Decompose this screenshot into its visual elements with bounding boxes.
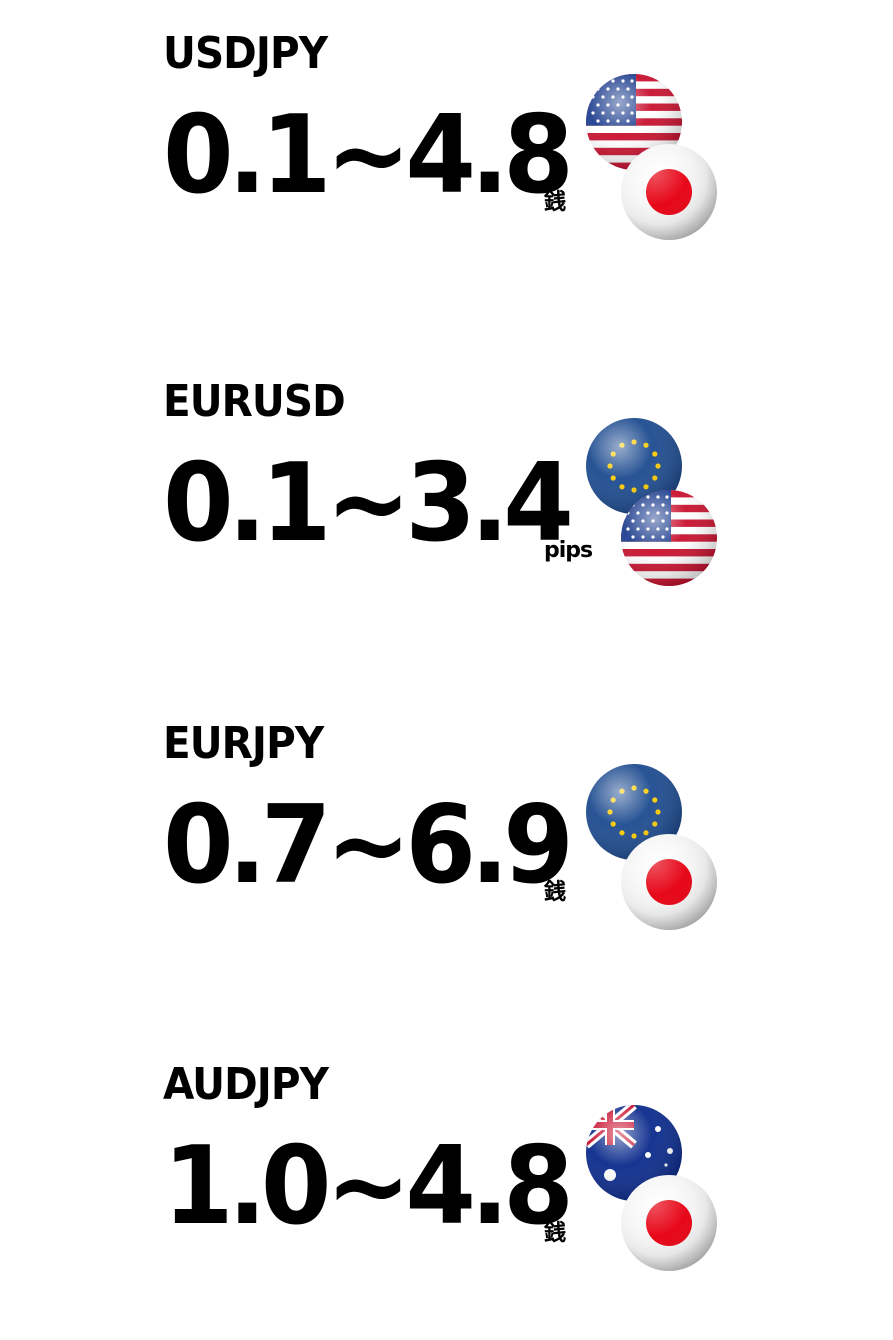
japan-flag-icon: [621, 144, 717, 240]
spread-unit: 銭: [544, 880, 566, 905]
spread-unit: 銭: [544, 190, 566, 215]
pair-audjpy: AUDJPY 1.0~4.8 銭: [163, 1063, 763, 1293]
australia-flag-icon: [586, 1105, 682, 1201]
pair-usdjpy: USDJPY 0.1~4.8 銭: [163, 32, 763, 262]
japan-flag-icon: [621, 1175, 717, 1271]
us-flag-icon: [621, 490, 717, 586]
spread-value: 0.1~3.4: [163, 441, 574, 566]
spread-value: 0.7~6.9: [163, 783, 574, 908]
pair-name: EURJPY: [163, 718, 324, 769]
pair-name: AUDJPY: [163, 1059, 329, 1110]
pair-eurusd: EURUSD 0.1~3.4 pips: [163, 380, 763, 610]
pair-name: USDJPY: [163, 28, 328, 79]
spread-value: 0.1~4.8: [163, 93, 574, 218]
pair-name: EURUSD: [163, 376, 346, 427]
spread-value: 1.0~4.8: [163, 1124, 574, 1249]
pair-eurjpy: EURJPY 0.7~6.9 銭: [163, 722, 763, 952]
japan-flag-icon: [621, 834, 717, 930]
spread-unit: 銭: [544, 1221, 566, 1246]
spread-unit: pips: [544, 538, 593, 563]
